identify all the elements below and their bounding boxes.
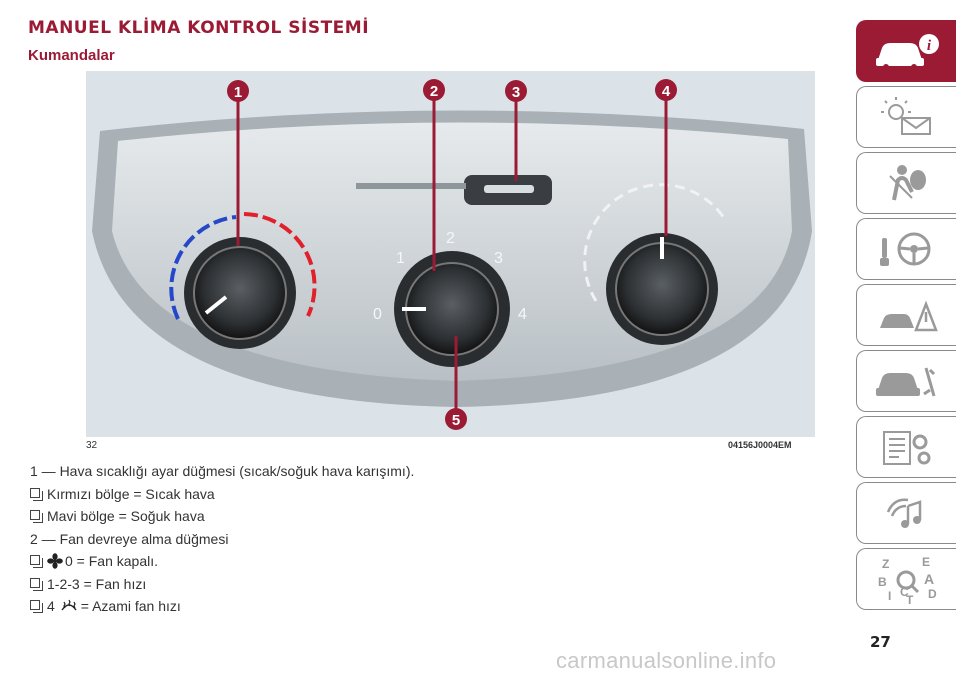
climate-control-figure: 0 1 2 3 4 1 2 3 (86, 71, 815, 437)
temperature-knob-group (169, 212, 317, 349)
air-distribution-knob-group (583, 183, 728, 345)
callout-3: 3 (505, 80, 527, 181)
recirculation-button-slot (484, 185, 534, 193)
bullet-icon (30, 600, 43, 614)
airbag-safety-icon (888, 165, 926, 201)
distribution-scale-arc (583, 183, 728, 302)
list-item: Mavi bölge = Soğuk hava (30, 505, 820, 528)
svg-text:2: 2 (430, 83, 438, 100)
callout-4: 4 (655, 79, 677, 236)
svg-text:4: 4 (662, 83, 671, 100)
multimedia-icon (886, 498, 921, 528)
alphabetical-index-icon: Z E B A I C T D (878, 555, 937, 604)
item-text: Kırmızı bölge = Sıcak hava (47, 485, 215, 502)
svg-text:1: 1 (234, 84, 242, 101)
svg-text:B: B (878, 575, 887, 589)
list-item: 1 — Hava sıcaklığı ayar düğmesi (sıcak/s… (30, 460, 820, 483)
svg-text:5: 5 (452, 412, 460, 429)
fan-scale-1: 1 (396, 250, 405, 267)
page-number: 27 (870, 633, 891, 651)
item-text: 1 — Hava sıcaklığı ayar düğmesi (sıcak/s… (30, 463, 415, 480)
description-list: 1 — Hava sıcaklığı ayar düğmesi (sıcak/s… (30, 460, 820, 618)
item-prefix: 4 (47, 598, 55, 615)
callout-5: 5 (445, 336, 467, 430)
temperature-knob (193, 246, 287, 340)
technical-data-icon (882, 431, 930, 465)
item-text: Mavi bölge = Soğuk hava (47, 508, 205, 525)
car-maintenance-icon (875, 367, 935, 397)
tab-car-info[interactable]: i (856, 20, 956, 82)
list-item: 4 = Azami fan hızı (30, 595, 820, 618)
figure-code: 04156J0004EM (728, 440, 792, 450)
temperature-knob-indicator (204, 295, 228, 315)
list-item: 2 — Fan devreye alma düğmesi (30, 528, 820, 551)
svg-text:i: i (926, 38, 931, 54)
watermark: carmanualsonline.info (556, 648, 777, 673)
defrost-icon (61, 599, 77, 611)
climate-panel-illustration: 0 1 2 3 4 1 2 3 (92, 79, 812, 430)
steering-wheel-icon (879, 232, 930, 266)
item-text: = Azami fan hızı (80, 598, 181, 615)
warning-lights-icon (880, 97, 931, 135)
svg-text:D: D (928, 587, 937, 601)
item-text: 1-2-3 = Fan hızı (47, 575, 147, 592)
fan-icon (47, 553, 63, 570)
figure-page-ref: 32 (86, 440, 98, 451)
tab-multimedia[interactable] (856, 482, 956, 544)
section-subtitle: Kumandalar (28, 47, 115, 64)
hot-scale-arc (243, 212, 317, 317)
bullet-icon (30, 555, 43, 569)
svg-text:C: C (900, 585, 909, 599)
fan-scale-3: 3 (494, 250, 503, 267)
svg-text:E: E (922, 555, 930, 569)
callout-2: 2 (423, 79, 445, 271)
chapter-sidebar: i (856, 20, 956, 614)
svg-text:Z: Z (882, 557, 889, 571)
tab-index[interactable]: Z E B A I C T D (856, 548, 956, 610)
svg-text:A: A (924, 571, 934, 587)
bullet-icon (30, 487, 43, 501)
svg-text:I: I (888, 589, 891, 603)
item-text: 2 — Fan devreye alma düğmesi (30, 530, 229, 547)
bullet-icon (30, 510, 43, 524)
svg-text:T: T (906, 593, 914, 604)
road-emergency-icon (879, 300, 938, 332)
item-text: 0 = Fan kapalı. (65, 553, 159, 570)
list-item: 1-2-3 = Fan hızı (30, 573, 820, 596)
bullet-icon (30, 577, 43, 591)
fan-knob-group: 0 1 2 3 4 (373, 230, 527, 367)
tab-maintenance[interactable] (856, 350, 956, 412)
tab-emergency[interactable] (856, 284, 956, 346)
tab-warning-lights[interactable] (856, 86, 956, 148)
tab-starting-driving[interactable] (856, 218, 956, 280)
tab-safety[interactable] (856, 152, 956, 214)
callout-1: 1 (227, 80, 249, 246)
list-item: Kırmızı bölge = Sıcak hava (30, 483, 820, 506)
svg-text:3: 3 (512, 84, 520, 101)
fan-scale-2: 2 (446, 230, 455, 247)
tab-technical-data[interactable] (856, 416, 956, 478)
list-item: 0 = Fan kapalı. (30, 550, 820, 573)
fan-scale-0: 0 (373, 306, 382, 323)
fan-scale-4: 4 (518, 306, 527, 323)
car-info-icon: i (875, 34, 939, 70)
cold-scale-arc (169, 215, 237, 320)
page-title: MANUEL KLİMA KONTROL SİSTEMİ (28, 18, 370, 38)
